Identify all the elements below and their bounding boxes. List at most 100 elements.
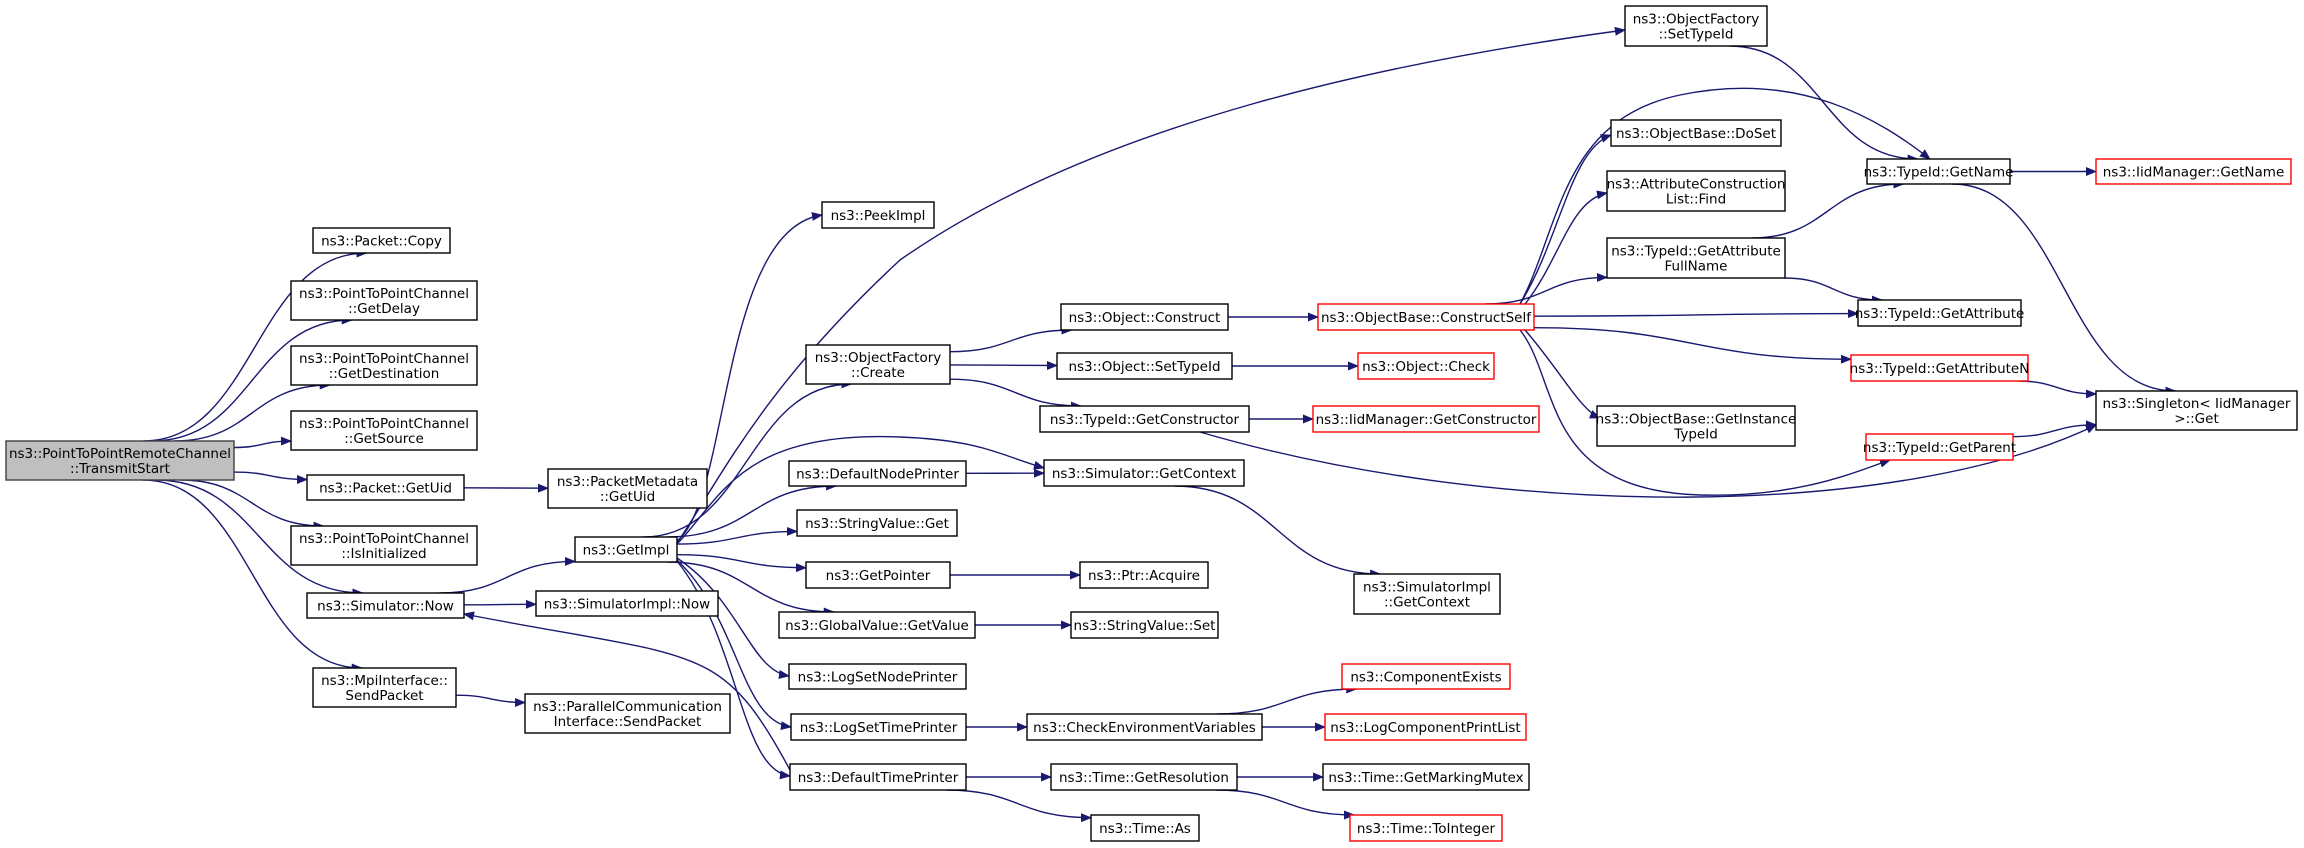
edge-ob_constructself-to-tid_getattr: [1533, 309, 1860, 319]
node-sim_getctx[interactable]: ns3::Simulator::GetContext: [1043, 459, 1245, 487]
node-ptr_acquire[interactable]: ns3::Ptr::Acquire: [1079, 561, 1209, 589]
node-label: ns3::Object::Construct: [1069, 310, 1221, 326]
node-label: ns3::PointToPointChannel: [299, 351, 469, 367]
node-label: ns3::GlobalValue::GetValue: [785, 618, 969, 634]
edge-root-to-p2p_src: [233, 436, 293, 449]
edge-ob_constructself-to-tid_getname: [1519, 87, 1931, 305]
node-p2p_dest[interactable]: ns3::PointToPointChannel::GetDestination: [290, 345, 478, 386]
node-of_settypeid[interactable]: ns3::ObjectFactory::SetTypeId: [1624, 5, 1768, 47]
edge-getimpl-to-gv_getvalue: [667, 561, 835, 617]
node-box: [805, 344, 951, 385]
edge-of_create-to-obj_settypeid: [949, 361, 1059, 370]
node-time_getres[interactable]: ns3::Time::GetResolution: [1050, 763, 1238, 791]
node-time_tointeger[interactable]: ns3::Time::ToInteger: [1349, 814, 1503, 842]
node-time_getmutex[interactable]: ns3::Time::GetMarkingMutex: [1322, 763, 1530, 791]
node-iid_getname[interactable]: ns3::IidManager::GetName: [2095, 158, 2292, 185]
edge-tid_getparent-to-singleton_get: [2012, 420, 2098, 438]
node-p2p_init[interactable]: ns3::PointToPointChannel::IsInitialized: [290, 525, 478, 566]
node-simimpl_now[interactable]: ns3::SimulatorImpl::Now: [535, 590, 719, 617]
edge-root-to-p2p_init: [180, 479, 325, 531]
node-singleton_get[interactable]: ns3::Singleton< IidManager>::Get: [2095, 390, 2298, 431]
node-tid_getctor[interactable]: ns3::TypeId::GetConstructor: [1039, 405, 1250, 433]
node-obj_construct[interactable]: ns3::Object::Construct: [1060, 303, 1229, 331]
node-obj_settypeid[interactable]: ns3::Object::SetTypeId: [1056, 352, 1233, 380]
node-mpi_send[interactable]: ns3::MpiInterface::SendPacket: [312, 667, 457, 708]
node-label: ::TransmitStart: [70, 461, 170, 477]
edge-ob_constructself-to-ob_doset: [1519, 134, 1613, 305]
node-simimpl_getctx[interactable]: ns3::SimulatorImpl::GetContext: [1353, 573, 1501, 615]
node-root[interactable]: ns3::PointToPointRemoteChannel::Transmit…: [5, 440, 235, 481]
node-label: ns3::Packet::GetUid: [319, 481, 452, 497]
edge-tid_getattrn-to-singleton_get: [2018, 380, 2098, 399]
node-label: ns3::IidManager::GetConstructor: [1316, 412, 1537, 428]
node-iid_getctor[interactable]: ns3::IidManager::GetConstructor: [1312, 405, 1540, 433]
edges-layer: [142, 26, 2177, 823]
node-time_as[interactable]: ns3::Time::As: [1090, 814, 1200, 842]
node-strval_get[interactable]: ns3::StringValue::Get: [796, 509, 958, 537]
node-tid_getattr[interactable]: ns3::TypeId::GetAttribute: [1855, 299, 2025, 327]
node-def_node_printer[interactable]: ns3::DefaultNodePrinter: [788, 460, 967, 487]
node-meta_uid[interactable]: ns3::PacketMetadata::GetUid: [547, 468, 708, 509]
node-of_create[interactable]: ns3::ObjectFactory::Create: [805, 344, 951, 385]
edge-ob_constructself-to-tid_getattrn: [1533, 327, 1853, 364]
node-tid_getparent[interactable]: ns3::TypeId::GetParent: [1863, 433, 2016, 461]
node-comp_exists[interactable]: ns3::ComponentExists: [1341, 663, 1511, 690]
node-box: [574, 536, 678, 563]
node-p2p_delay[interactable]: ns3::PointToPointChannel::GetDelay: [290, 280, 478, 321]
node-peekimpl[interactable]: ns3::PeekImpl: [821, 201, 935, 229]
edge-sim_getctx-to-simimpl_getctx: [1174, 485, 1382, 579]
node-pkt_copy[interactable]: ns3::Packet::Copy: [312, 227, 451, 254]
node-def_time_printer[interactable]: ns3::DefaultTimePrinter: [789, 763, 967, 791]
node-box: [1353, 573, 1501, 615]
node-label: ns3::PointToPointChannel: [299, 286, 469, 302]
node-label: ns3::LogSetTimePrinter: [800, 720, 958, 736]
edge-of_create-to-tid_getctor: [949, 378, 1083, 411]
node-label: ns3::PacketMetadata: [557, 474, 698, 490]
node-pci_send[interactable]: ns3::ParallelCommunicationInterface::Sen…: [524, 693, 731, 734]
node-box: [290, 345, 478, 386]
edge-root-to-sim_now: [155, 479, 364, 598]
node-obj_check[interactable]: ns3::Object::Check: [1357, 352, 1495, 380]
node-box: [1070, 611, 1219, 639]
node-getpointer[interactable]: ns3::GetPointer: [805, 561, 951, 589]
node-box: [790, 713, 967, 741]
node-ob_doset[interactable]: ns3::ObjectBase::DoSet: [1610, 119, 1782, 147]
node-box: [1056, 352, 1233, 380]
node-log_set_time[interactable]: ns3::LogSetTimePrinter: [790, 713, 967, 741]
node-box: [547, 468, 708, 509]
edge-mpi_send-to-pci_send: [455, 694, 527, 707]
edge-root-to-pkt_copy: [143, 248, 368, 442]
node-box: [290, 410, 478, 451]
node-getimpl[interactable]: ns3::GetImpl: [574, 536, 678, 563]
node-tid_getattrn[interactable]: ns3::TypeId::GetAttributeN: [1850, 354, 2030, 382]
node-label: ns3::PointToPointRemoteChannel: [9, 446, 231, 462]
node-label: ns3::Simulator::GetContext: [1052, 466, 1236, 482]
node-label: >::Get: [2174, 411, 2218, 427]
node-check_env[interactable]: ns3::CheckEnvironmentVariables: [1026, 713, 1263, 741]
edge-tid_getattr_full-to-tid_getname: [1752, 179, 1905, 239]
node-label: ::GetDelay: [348, 301, 420, 317]
edge-def_time_printer-to-time_as: [946, 789, 1093, 823]
node-log_set_node[interactable]: ns3::LogSetNodePrinter: [788, 663, 967, 690]
node-sim_now[interactable]: ns3::Simulator::Now: [306, 592, 465, 619]
node-p2p_src[interactable]: ns3::PointToPointChannel::GetSource: [290, 410, 478, 451]
node-box: [1624, 5, 1768, 47]
node-strval_set[interactable]: ns3::StringValue::Set: [1070, 611, 1219, 639]
node-pkt_uid[interactable]: ns3::Packet::GetUid: [306, 474, 465, 501]
node-log_comp_print[interactable]: ns3::LogComponentPrintList: [1324, 713, 1527, 741]
node-label: ns3::TypeId::GetAttribute: [1855, 306, 2025, 322]
node-tid_getname[interactable]: ns3::TypeId::GetName: [1864, 158, 2014, 185]
node-box: [1322, 763, 1530, 791]
node-ob_constructself[interactable]: ns3::ObjectBase::ConstructSelf: [1317, 303, 1535, 331]
node-label: ns3::ParallelCommunication: [533, 699, 722, 715]
edge-def_time_printer-to-sim_now: [462, 611, 791, 771]
node-label: ::GetDestination: [329, 366, 440, 382]
node-label: ns3::LogComponentPrintList: [1330, 720, 1520, 736]
node-label: ns3::DefaultNodePrinter: [796, 467, 959, 483]
node-label: ns3::Object::Check: [1362, 359, 1490, 375]
node-label: ns3::GetPointer: [826, 568, 931, 584]
node-gv_getvalue[interactable]: ns3::GlobalValue::GetValue: [778, 611, 976, 639]
